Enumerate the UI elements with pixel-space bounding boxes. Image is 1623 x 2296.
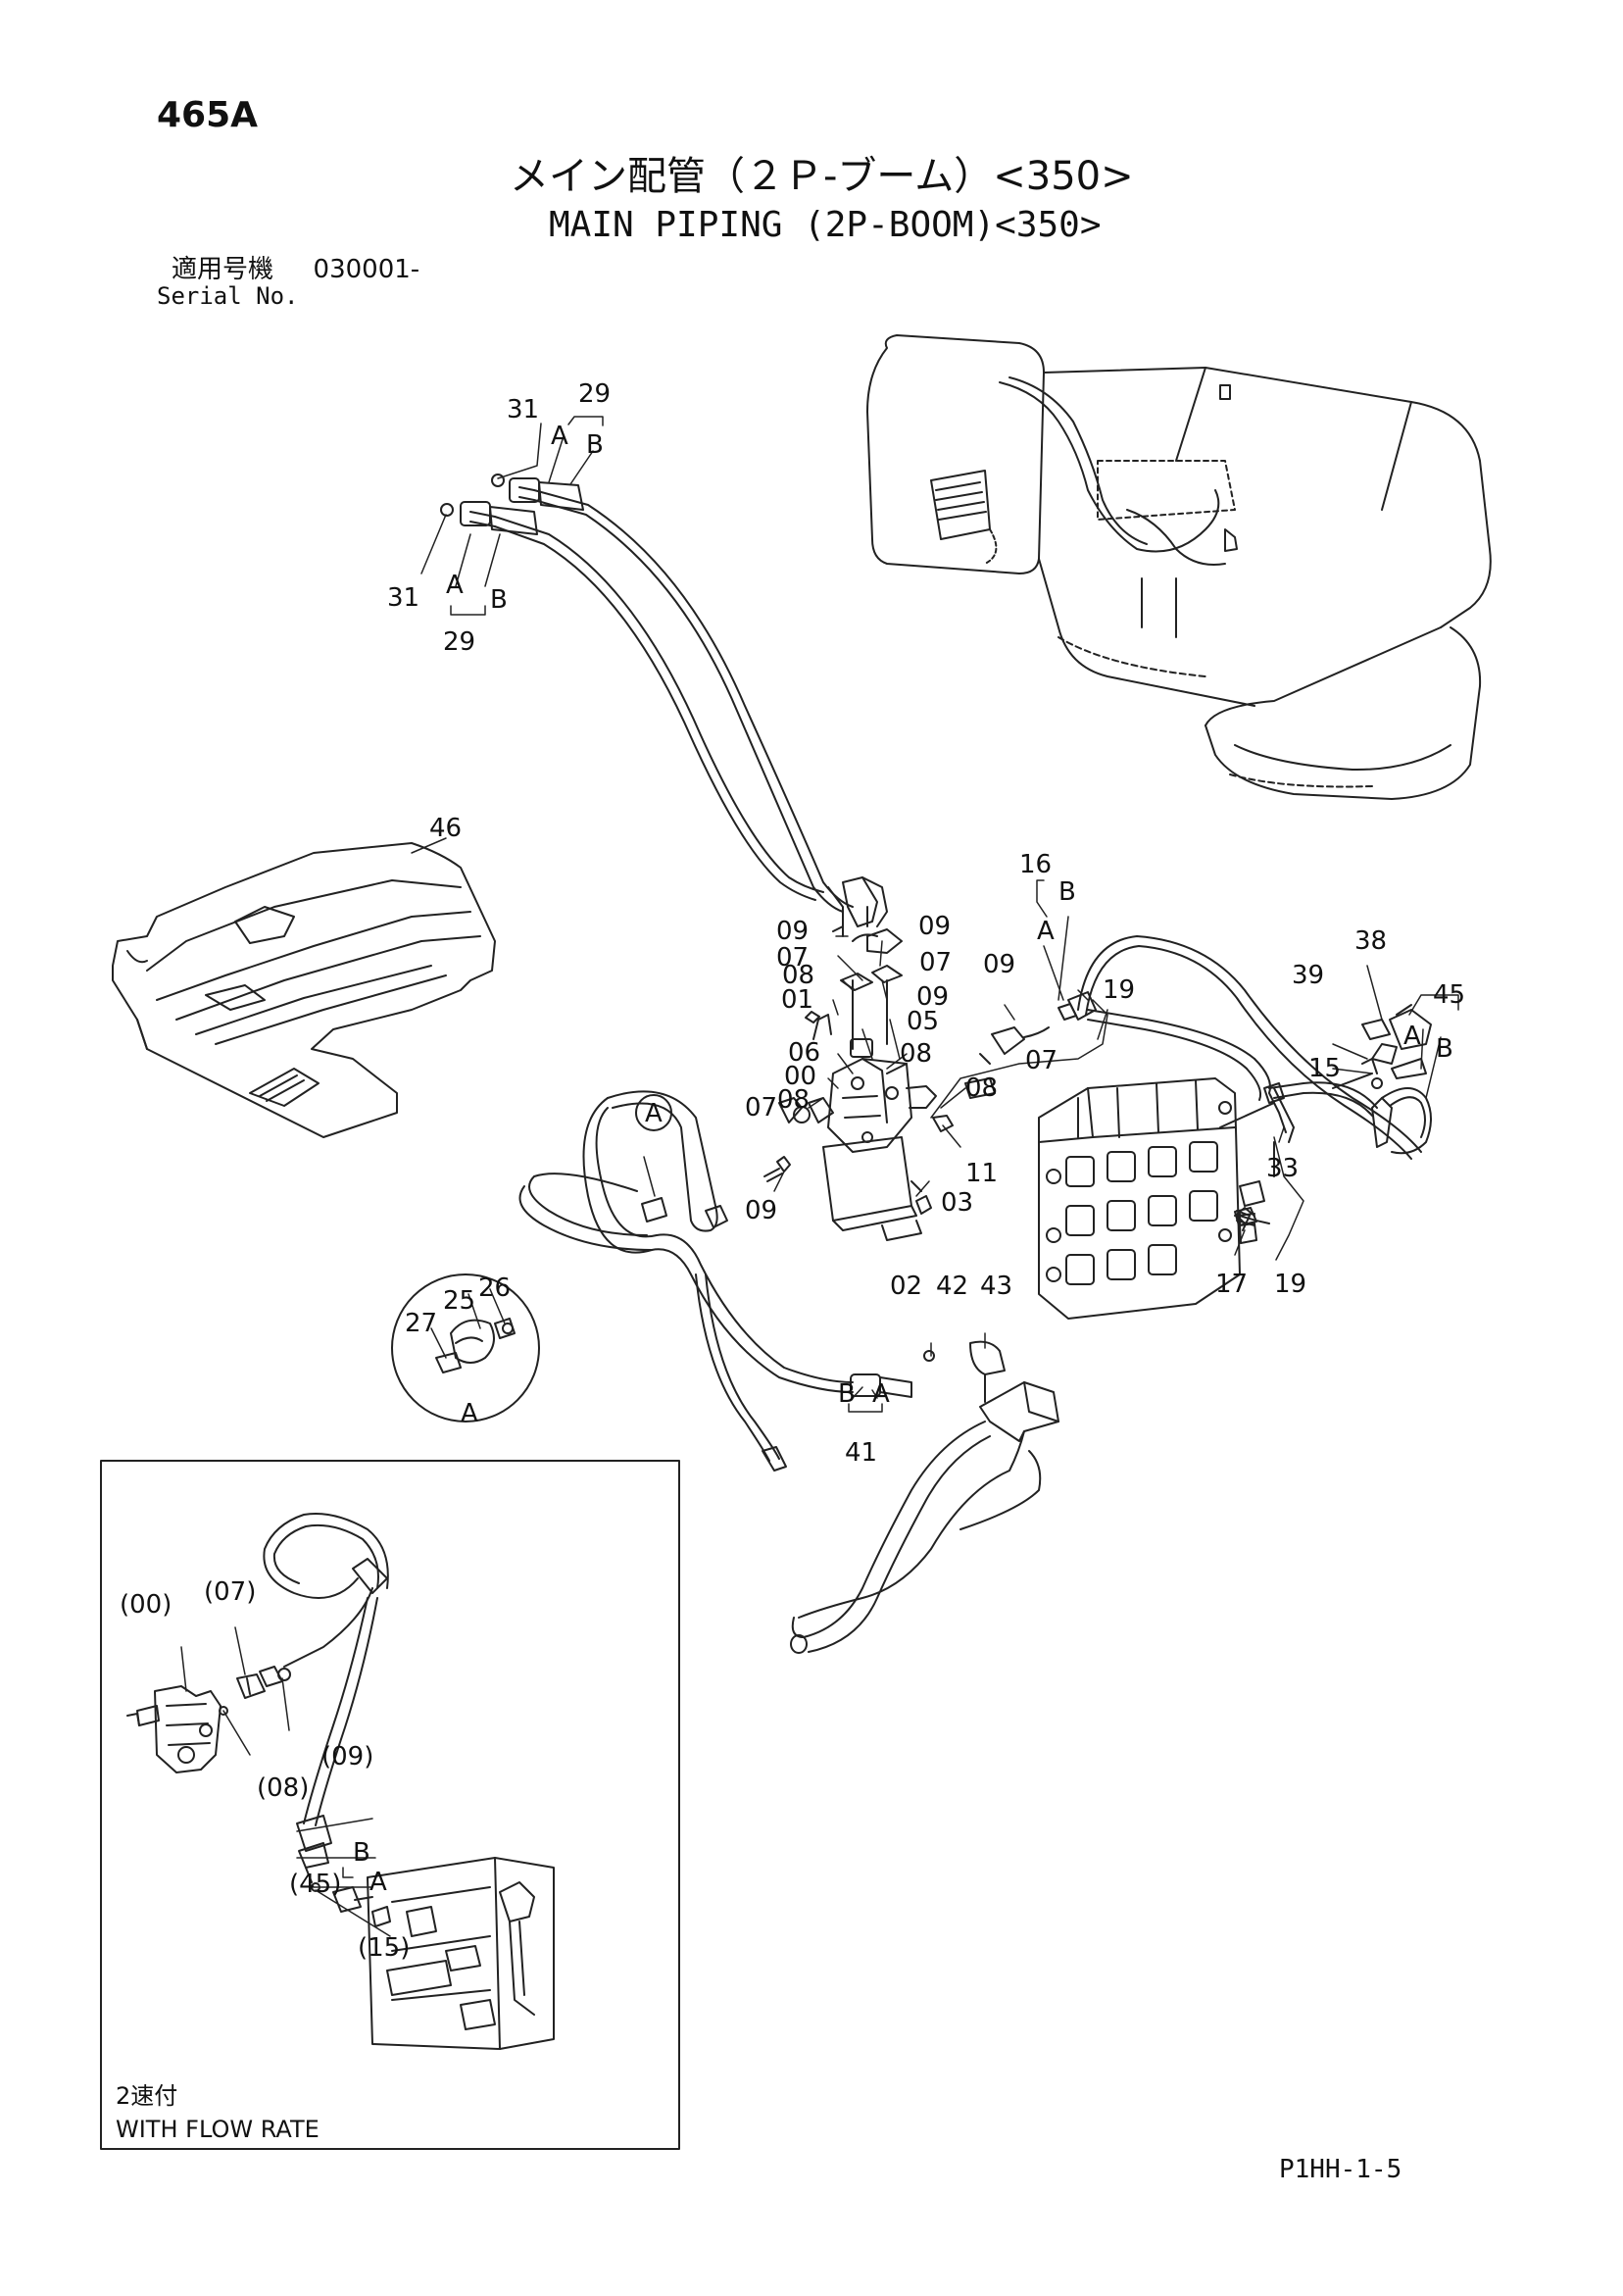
inset-leaders bbox=[180, 1626, 391, 1937]
page-title-japanese: メイン配管（２Ｐ-ブーム）<350> bbox=[510, 154, 1134, 199]
page-number: 465A bbox=[157, 95, 259, 135]
footer-code: P1HH-1-5 bbox=[1279, 2155, 1402, 2184]
callout-08-c: 08 bbox=[965, 1073, 998, 1103]
callout-41: 41 bbox=[845, 1438, 877, 1468]
callout-31-bottom: 31 bbox=[387, 583, 419, 613]
callout-19-a: 19 bbox=[1103, 975, 1135, 1005]
callout-00: 00 bbox=[784, 1062, 816, 1091]
inset-callout-45: (45) bbox=[289, 1870, 341, 1899]
callout-07-c: 07 bbox=[1025, 1046, 1057, 1075]
callout-09-e: 09 bbox=[745, 1196, 777, 1225]
callout-a-marker bbox=[635, 1094, 672, 1131]
callout-19-b: 19 bbox=[1274, 1270, 1306, 1299]
serial-label-japanese: 適用号機 bbox=[172, 255, 274, 284]
callout-a-16: A bbox=[1037, 917, 1055, 946]
callout-31-top: 31 bbox=[507, 395, 539, 424]
callout-labels: 29 31 A B 31 A B 29 46 16 B A 09 09 07 0… bbox=[120, 379, 1465, 1963]
callout-a-45: A bbox=[1403, 1022, 1421, 1051]
callout-a-circle: A bbox=[645, 1099, 663, 1128]
callout-26: 26 bbox=[478, 1273, 511, 1303]
callout-09-c: 09 bbox=[916, 982, 949, 1012]
callout-05: 05 bbox=[907, 1007, 939, 1036]
serial-label: 適用号機 030001- bbox=[172, 257, 419, 282]
callout-29-bottom: 29 bbox=[443, 627, 475, 657]
callout-39: 39 bbox=[1292, 961, 1324, 990]
callout-09-d: 09 bbox=[983, 950, 1015, 979]
callout-25: 25 bbox=[443, 1286, 475, 1316]
callout-33: 33 bbox=[1266, 1154, 1299, 1183]
detail-circle-a bbox=[391, 1273, 540, 1423]
callout-17: 17 bbox=[1215, 1270, 1248, 1299]
callout-07-b: 07 bbox=[919, 948, 952, 977]
inset-callout-a: A bbox=[369, 1868, 387, 1897]
main-control-valve bbox=[1038, 1077, 1265, 1320]
excavator-body-outline bbox=[866, 334, 1492, 800]
pilot-hose-loop bbox=[518, 1090, 1059, 1654]
callout-07-a: 07 bbox=[776, 943, 809, 973]
inset-callout-09: (09) bbox=[321, 1742, 373, 1772]
callout-38: 38 bbox=[1354, 926, 1387, 956]
callout-16: 16 bbox=[1019, 850, 1052, 879]
fitting-17-body bbox=[1234, 1207, 1257, 1226]
callout-42: 42 bbox=[936, 1272, 968, 1301]
inset-callout-07: (07) bbox=[204, 1577, 256, 1607]
inset-drawing bbox=[126, 1513, 555, 2050]
callout-29-top: 29 bbox=[578, 379, 611, 409]
fitting-17 bbox=[1236, 1213, 1255, 1217]
pilot-valve-assembly bbox=[763, 906, 1050, 1241]
callout-45: 45 bbox=[1433, 980, 1465, 1010]
callout-b-bottom: B bbox=[490, 585, 508, 615]
callout-b-45: B bbox=[1436, 1034, 1453, 1064]
inset-note-japanese: 2速付 bbox=[116, 2082, 178, 2110]
floor-plate bbox=[112, 842, 496, 1138]
callout-b-top: B bbox=[586, 430, 604, 460]
callout-43: 43 bbox=[980, 1272, 1012, 1301]
callout-leaders bbox=[411, 416, 1459, 1413]
lower-swing-pipe bbox=[798, 1430, 1042, 1619]
callout-46: 46 bbox=[429, 814, 462, 843]
inset-callout-08: (08) bbox=[257, 1773, 309, 1803]
page-title-english: MAIN PIPING (2P-BOOM)<350> bbox=[549, 205, 1102, 245]
callout-08-a: 08 bbox=[782, 961, 814, 990]
callout-15: 15 bbox=[1308, 1054, 1341, 1083]
callout-08-d: 08 bbox=[777, 1085, 810, 1115]
callout-11: 11 bbox=[965, 1159, 998, 1188]
callout-01: 01 bbox=[781, 985, 813, 1015]
serial-label-english: Serial No. bbox=[157, 282, 299, 310]
callout-a-bottom: A bbox=[446, 571, 464, 600]
callout-08-b: 08 bbox=[900, 1039, 932, 1069]
main-hose-pair bbox=[440, 474, 888, 932]
inset-callout-15: (15) bbox=[358, 1933, 410, 1963]
callout-a-detail: A bbox=[461, 1399, 478, 1428]
callout-07-d: 07 bbox=[745, 1093, 777, 1123]
serial-value: 030001- bbox=[313, 255, 420, 284]
callout-a-top: A bbox=[551, 422, 568, 451]
inset-note-english: WITH FLOW RATE bbox=[116, 2116, 320, 2143]
callout-09-a: 09 bbox=[776, 917, 809, 946]
callout-b-16: B bbox=[1058, 877, 1076, 907]
callout-02: 02 bbox=[890, 1272, 922, 1301]
inset-callout-00: (00) bbox=[120, 1590, 172, 1620]
callout-27: 27 bbox=[405, 1309, 437, 1338]
inset-callout-b: B bbox=[353, 1838, 370, 1868]
callout-09-b: 09 bbox=[918, 912, 951, 941]
callout-a-41: A bbox=[872, 1379, 890, 1409]
control-valve-hoses bbox=[1057, 935, 1432, 1177]
callout-06: 06 bbox=[788, 1038, 820, 1068]
inset-frame bbox=[100, 1460, 680, 2150]
callout-03: 03 bbox=[941, 1188, 973, 1218]
callout-b-41: B bbox=[838, 1379, 856, 1409]
